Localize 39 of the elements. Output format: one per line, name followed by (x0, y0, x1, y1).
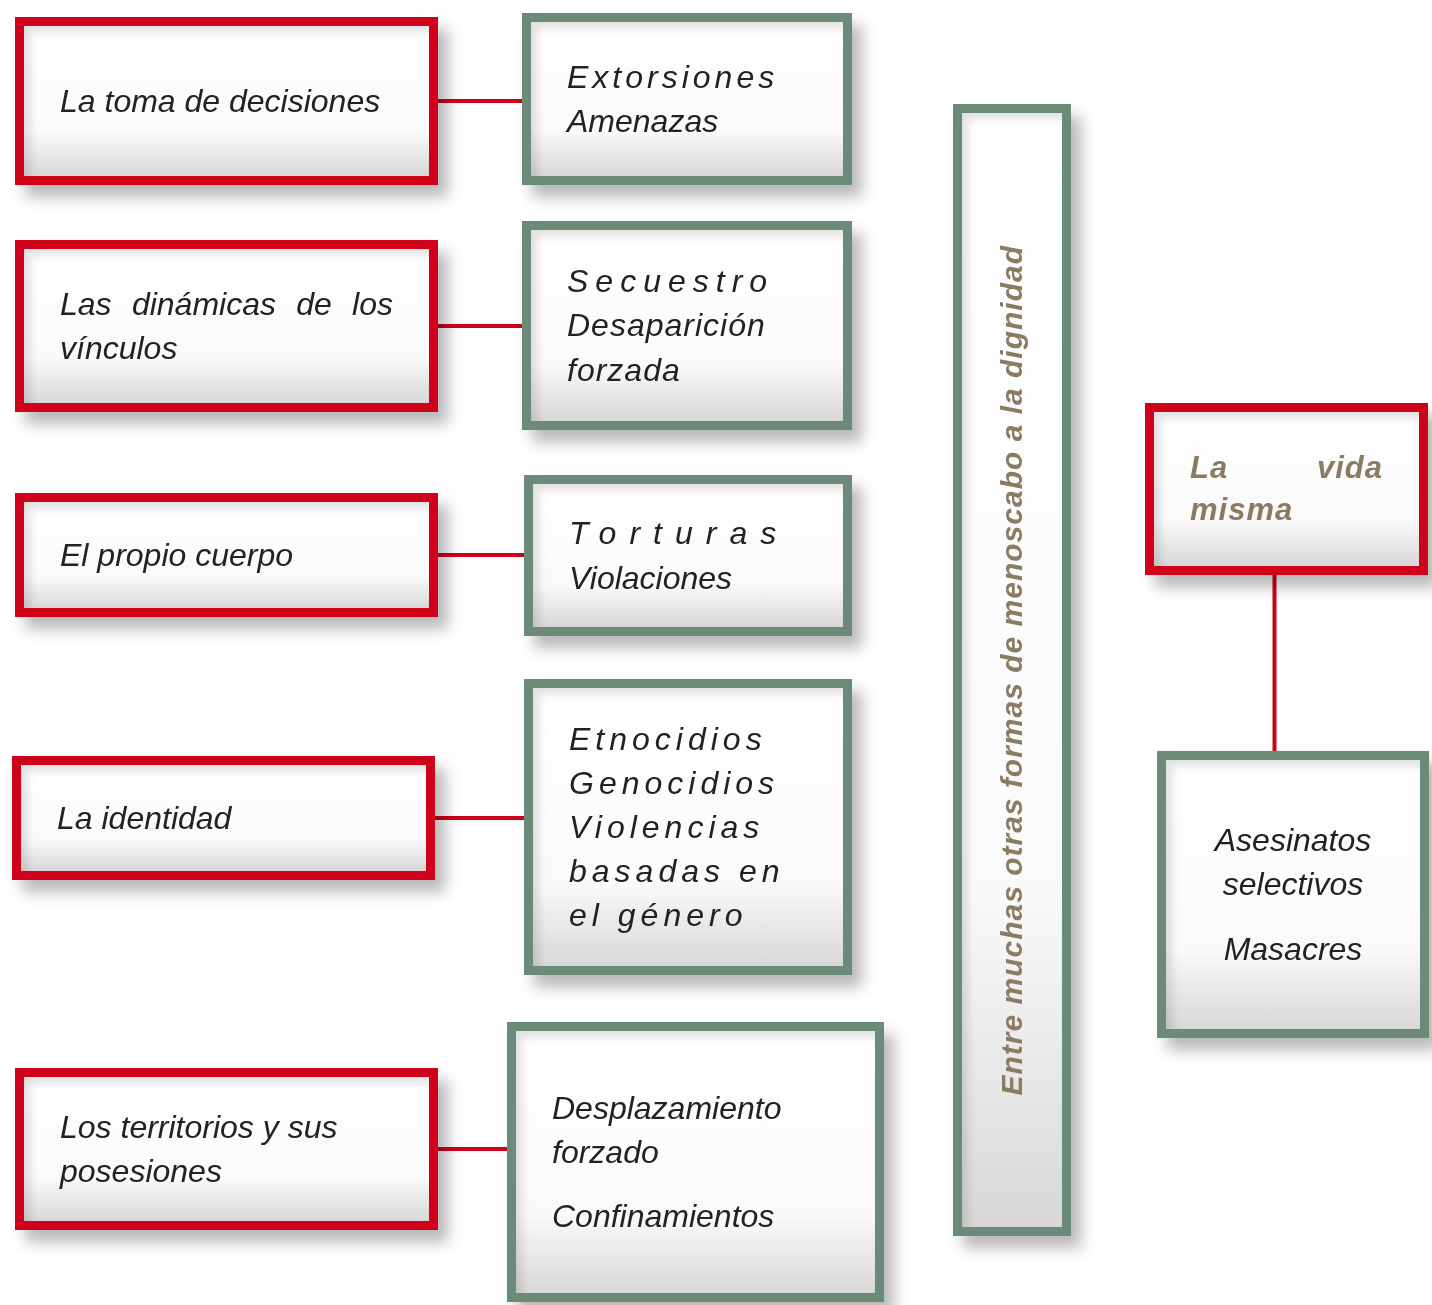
text-box (15, 17, 438, 185)
text-box (15, 493, 438, 617)
box-text: La toma de decisiones (60, 81, 382, 121)
connector-line (438, 99, 522, 103)
text-box (1157, 751, 1429, 1038)
text-box (522, 13, 852, 185)
box-text: Extorsiones (567, 57, 780, 97)
box-text: Confinamientos (552, 1197, 776, 1237)
box-text: Etnocidios (569, 719, 768, 759)
box-text: El propio cuerpo (60, 535, 295, 575)
connector-line (1272, 575, 1277, 751)
text-box (15, 1068, 438, 1230)
box-text: Violencias basadas en el género (569, 807, 786, 936)
box-text: Asesinatos selectivos (1212, 821, 1373, 905)
box-text: Masacres (1223, 929, 1363, 969)
connector-line (438, 1147, 507, 1151)
text-box (12, 756, 435, 880)
box-text: Las dinámicas de los vínculos (60, 284, 393, 368)
box-text: La identidad (57, 798, 233, 838)
text-box (1145, 403, 1428, 575)
connector-line (438, 324, 522, 328)
box-text: Los territorios y sus posesiones (60, 1107, 339, 1191)
connector-line (435, 816, 524, 820)
connector-line (438, 553, 524, 557)
text-box (522, 221, 852, 430)
box-text: Amenazas (567, 102, 720, 141)
text-box (524, 679, 852, 975)
text-box (507, 1022, 884, 1302)
box-text: Desaparición forzada (567, 306, 767, 390)
box-text: Torturas (569, 514, 791, 554)
box-text: Desplazamiento forzado (552, 1088, 783, 1172)
text-box (15, 240, 438, 412)
box-text: Genocidios (569, 763, 781, 803)
box-title: La vida misma (1190, 449, 1383, 529)
text-box (524, 475, 852, 636)
vertical-label: Entre muchas otras formas de menoscabo a la dignidad (995, 244, 1029, 1096)
vertical-box (953, 104, 1071, 1236)
box-text: Violaciones (569, 558, 734, 598)
box-text: Secuestro (567, 262, 776, 302)
